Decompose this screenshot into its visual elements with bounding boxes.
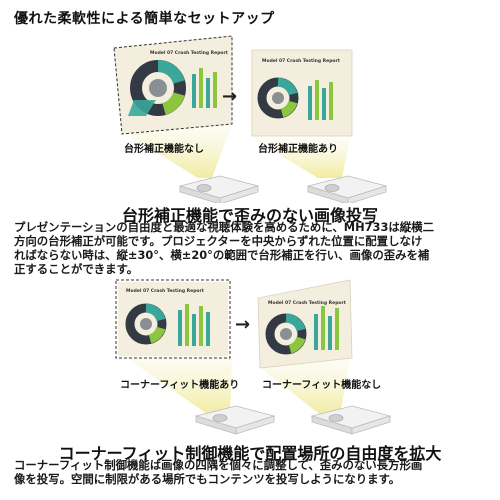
projection-beam-right [252,138,350,178]
bar-chart-bottom-right [314,306,339,350]
slide-title-left: Model 07 Crash Testing Report [150,50,229,56]
bar-chart-left [192,68,217,108]
caption-keystone-off: 台形補正機能なし [124,144,204,155]
caption-cornerfit-off: コーナーフィット機能なし [262,380,382,391]
cornerfit-title: コーナーフィット制御機能で配置場所の自由度を拡大 [58,444,442,463]
bar-chart-right [308,80,333,120]
caption-cornerfit-on: コーナーフィット機能あり [120,380,240,391]
arrow-bottom: → [235,314,250,335]
cornerfit-description: コーナーフィット制御機能は画像の四隅を個々に調整して、歪みのない長方形画 像を投… [14,458,488,486]
projector-bottom-left [194,405,276,435]
donut-chart-right [257,77,299,119]
projection-beam-right [258,358,350,416]
caption-keystone-on: 台形補正機能あり [258,144,338,155]
page-heading: 優れた柔軟性による簡単なセットアップ [14,11,275,27]
slide-title-bottom-right: Model 07 Crash Testing Report [268,300,347,306]
keystone-line: ればならない時は、縦±30°、横±20°の範囲で台形補正を行い、画像の歪みを補 [14,248,430,262]
cornerfit-line: コーナーフィット制御機能は画像の四隅を個々に調整して、歪みのない長方形画 [14,458,423,472]
keystone-line: 正することができます。 [14,262,139,276]
projector-left [178,175,260,203]
slide-title-bottom-left: Model 07 Crash Testing Report [126,288,205,294]
donut-chart-bottom-right [265,313,307,355]
keystone-illustration: Model 07 Crash Testing Report → Model 07… [113,35,388,203]
bar-chart-bottom-left [178,304,210,346]
projection-beam-left [120,124,232,178]
cornerfit-illustration: Model 07 Crash Testing Report → Model 07… [115,279,392,435]
donut-chart-left [130,60,186,116]
cornerfit-line: 像を投写。空間に制限がある場所でもコンテンツを投写しようになります。 [14,472,401,486]
projector-right [306,175,388,203]
slide-frame-dashed [115,279,231,359]
slide-corrected [251,49,353,137]
donut-chart-bottom-left [125,303,167,345]
keystone-title: 台形補正機能で歪みのない画像投写 [121,206,378,225]
slide-title-right: Model 07 Crash Testing Report [262,58,341,64]
arrow-top: → [222,86,237,107]
keystone-line: プレゼンテーションの自由度と最適な視聴体験を高めるために、MH733は縦横二 [14,220,434,234]
projector-bottom-right [310,405,392,435]
projection-beam-left [118,352,232,416]
keystone-description: プレゼンテーションの自由度と最適な視聴体験を高めるために、MH733は縦横二 方… [14,220,488,276]
keystone-line: 方向の台形補正が可能です。プロジェクターを中央からずれた位置に配置しなけ [14,234,423,248]
